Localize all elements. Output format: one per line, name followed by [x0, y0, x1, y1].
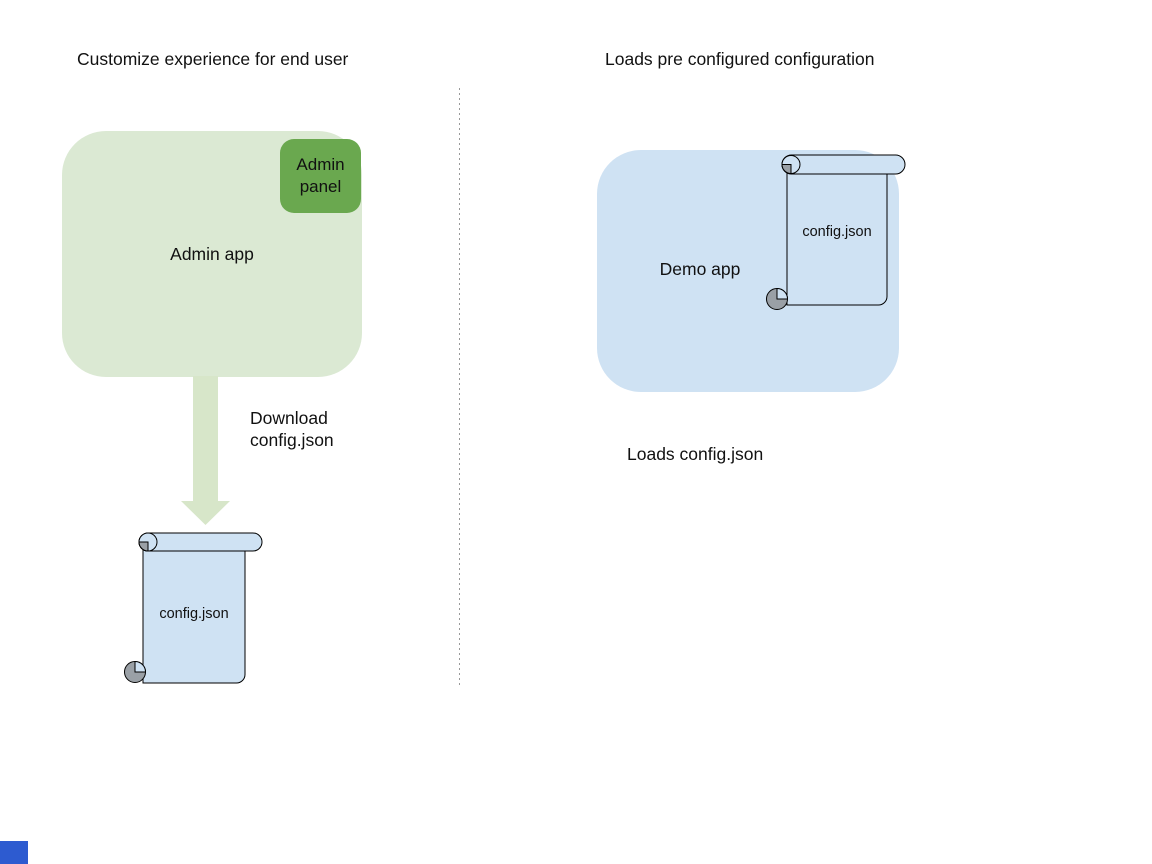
scroll-body — [786, 160, 888, 306]
loads-config-caption: Loads config.json — [627, 444, 764, 464]
scroll-shape — [766, 154, 906, 310]
scroll-body — [142, 538, 246, 684]
down-arrow-shape — [181, 376, 230, 525]
config-file-label-left: config.json — [159, 606, 229, 622]
admin-panel-shape: Admin panel — [280, 139, 361, 213]
scroll-bottom-curl-notch — [134, 660, 147, 673]
admin-app-label: Admin app — [170, 243, 254, 264]
download-arrow-icon — [181, 376, 230, 525]
scroll-bottom-curl-notch — [776, 287, 789, 300]
left-section-title: Customize experience for end user — [77, 49, 349, 69]
config-file-scroll-left: config.json — [115, 525, 275, 695]
admin-panel-label: Admin panel — [296, 155, 345, 196]
scroll-top-curl-shade — [138, 541, 149, 552]
config-file-scroll-right: config.json — [760, 148, 920, 318]
scroll-top-curl-shade — [781, 164, 792, 175]
demo-app-label: Demo app — [659, 259, 741, 279]
right-section-title: Loads pre configured configuration — [605, 49, 875, 69]
config-file-label-right: config.json — [802, 224, 872, 240]
scroll-shape — [124, 532, 263, 684]
download-caption: Download config.json — [250, 408, 334, 450]
section-divider — [459, 88, 460, 688]
corner-fragment — [0, 841, 28, 864]
